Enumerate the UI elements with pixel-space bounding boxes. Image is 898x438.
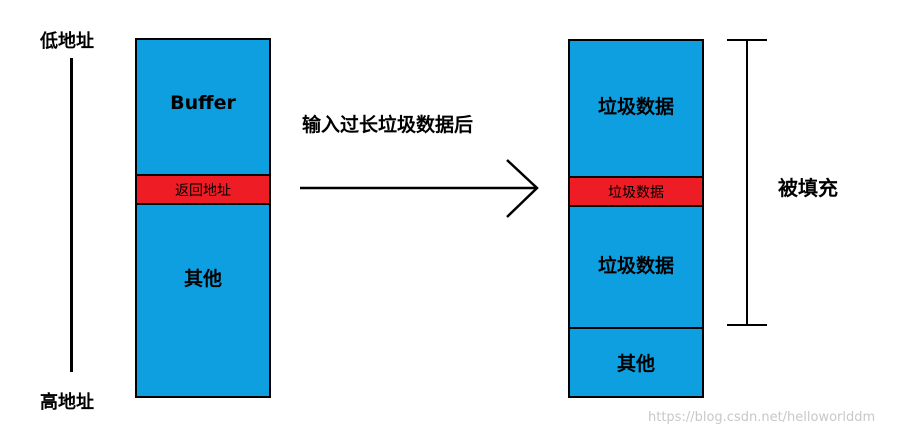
watermark-text: https://blog.csdn.net/helloworlddm: [648, 410, 876, 425]
garbage-low-block: 垃圾数据: [568, 205, 704, 329]
bracket-vertical-line: [746, 40, 748, 325]
transition-label: 输入过长垃圾数据后: [302, 114, 474, 136]
garbage-mid-block: 垃圾数据: [568, 176, 704, 207]
garbage-mid-label: 垃圾数据: [608, 184, 664, 201]
address-axis-line: [70, 58, 73, 372]
other-label: 其他: [183, 268, 222, 290]
garbage-top-block: 垃圾数据: [568, 39, 704, 178]
return-address-label: 返回地址: [175, 182, 231, 199]
bracket-bottom-cap: [727, 324, 767, 326]
return-address-block: 返回地址: [135, 174, 271, 205]
right-stack: 垃圾数据 垃圾数据 垃圾数据 其他: [568, 39, 704, 398]
high-address-label: 高地址: [40, 392, 94, 413]
buffer-label: Buffer: [170, 92, 236, 114]
transition-arrow: [300, 159, 539, 218]
low-address-label: 低地址: [40, 31, 94, 52]
garbage-top-label: 垃圾数据: [597, 96, 674, 118]
arrow-head: [506, 159, 539, 218]
other-after-label: 其他: [616, 353, 655, 375]
left-stack: Buffer 返回地址 其他: [135, 38, 271, 398]
other-after-block: 其他: [568, 327, 704, 398]
other-block: 其他: [135, 203, 271, 398]
garbage-low-label: 垃圾数据: [597, 254, 674, 277]
buffer-block: Buffer: [135, 38, 271, 176]
filled-label: 被填充: [778, 176, 838, 200]
